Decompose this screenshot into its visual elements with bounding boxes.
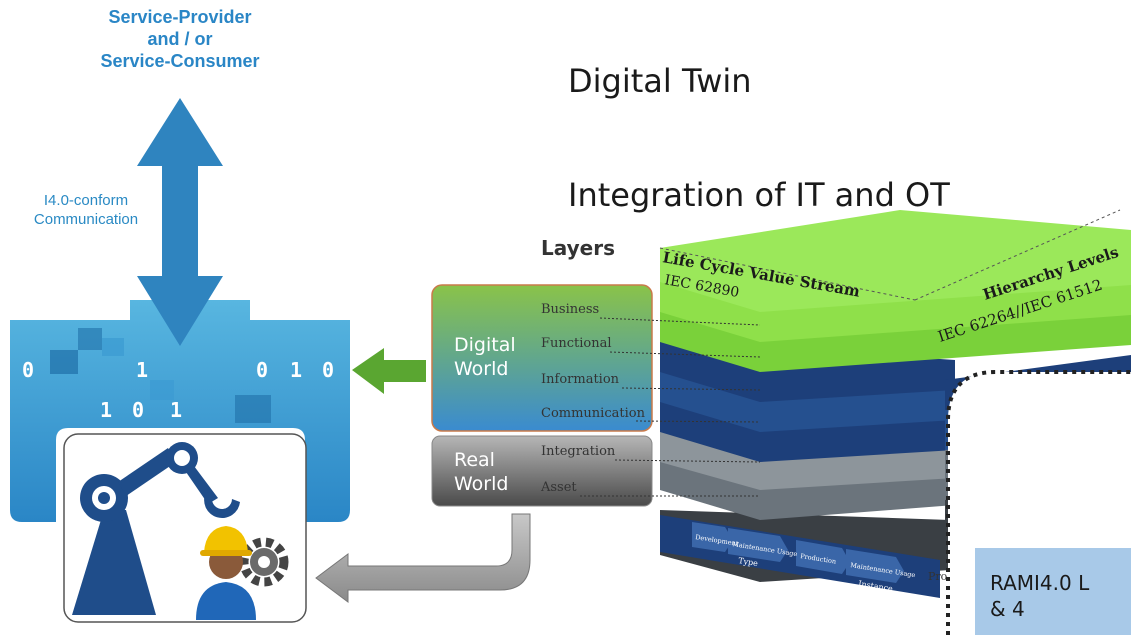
communication-label-line-1: I4.0-conform — [43, 192, 129, 209]
layers-title: Layers — [541, 236, 615, 260]
binary-digit: 0 — [322, 358, 335, 382]
grey-arrow-return — [315, 513, 531, 603]
strip-clipped-label: Pro — [928, 570, 948, 583]
binary-digit: 1 — [290, 358, 303, 382]
rami-caption-line-2: & 4 — [990, 597, 1025, 621]
lifecycle-strip — [660, 515, 940, 598]
binary-digit: 0 — [22, 358, 35, 382]
robot-arm-icon — [72, 442, 240, 615]
real-world-box — [431, 435, 653, 507]
layer-communication: Communication — [541, 406, 645, 421]
communication-label: I4.0-conform Communication — [6, 191, 166, 229]
layer-functional: Functional — [541, 336, 612, 351]
rami-overlay-card — [946, 370, 1131, 635]
heading-integration: Integration of IT and OT — [568, 176, 950, 214]
strip-type-label: Type — [738, 556, 759, 568]
worker-icon — [196, 526, 256, 620]
binary-digit: 1 — [136, 358, 149, 382]
heading-digital-twin: Digital Twin — [568, 62, 752, 100]
service-header-line-1: Service-Provider — [108, 7, 252, 27]
layer-integration: Integration — [541, 444, 616, 459]
service-header-line-2: and / or — [147, 29, 213, 49]
gear-icon — [239, 537, 289, 587]
bidirectional-arrow — [137, 98, 223, 346]
digital-world-label: Digital World — [454, 333, 516, 381]
binary-digit: 0 — [132, 398, 145, 422]
axis-guides — [659, 209, 1121, 301]
digital-world-line-1: Digital — [454, 334, 516, 356]
service-header-line-3: Service-Consumer — [100, 51, 260, 71]
digital-world-line-2: World — [454, 358, 509, 380]
binary-digit: 0 — [256, 358, 269, 382]
layer-asset: Asset — [541, 480, 577, 495]
layer-business: Business — [541, 302, 600, 317]
asset-admin-shell — [10, 300, 350, 522]
real-world-line-2: World — [454, 473, 509, 495]
binary-digit: 1 — [100, 398, 113, 422]
real-world-label: Real World — [454, 448, 508, 496]
binary-digit: 1 — [170, 398, 183, 422]
service-header: Service-Provider and / or Service-Consum… — [60, 6, 300, 72]
rami-caption-line-1: RAMI4.0 L — [990, 571, 1090, 595]
green-arrow-left — [352, 348, 426, 394]
rami-caption: RAMI4.0 L & 4 — [990, 570, 1089, 622]
digital-world-box — [431, 284, 653, 432]
layer-information: Information — [541, 372, 620, 387]
communication-label-line-2: Communication — [33, 211, 139, 228]
real-world-line-1: Real — [454, 449, 495, 471]
layer-leader-lines — [580, 317, 761, 497]
